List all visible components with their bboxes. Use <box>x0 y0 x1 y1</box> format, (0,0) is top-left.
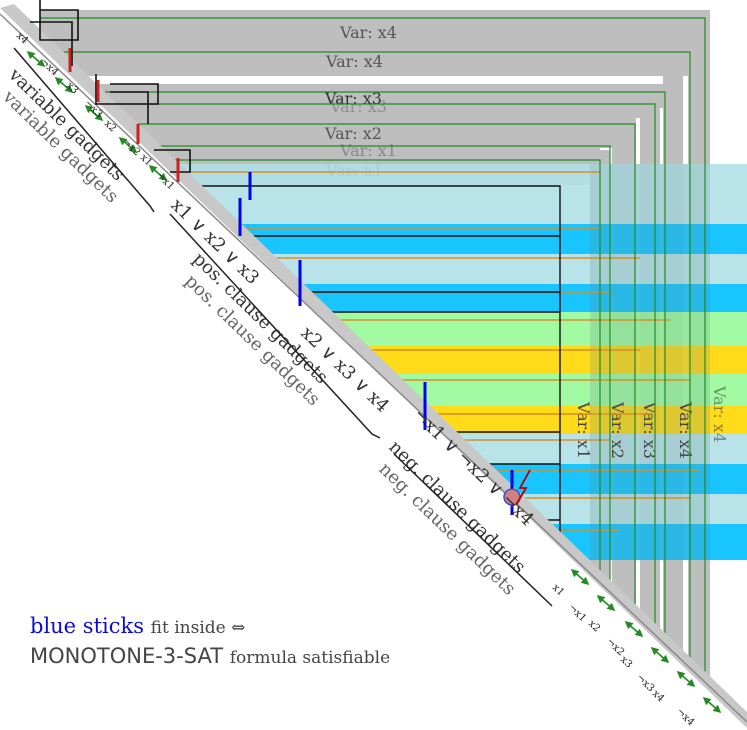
caption-fit-inside: fit inside ⇔ <box>150 618 246 638</box>
caption-line-1: blue sticks fit inside ⇔ <box>30 614 245 638</box>
gadget-braces <box>13 47 553 607</box>
literal-label: ¬x4 <box>674 706 696 728</box>
diagonal-arrows <box>26 50 722 714</box>
arrow <box>54 76 74 94</box>
vbar-label-x2: Var: x2 <box>608 401 627 459</box>
var-label-x3-a: Var: x3 <box>324 89 382 108</box>
caption-blue-sticks: blue sticks <box>30 614 144 638</box>
literal-label: ¬x2 <box>604 636 626 658</box>
vbar-label-x3: Var: x3 <box>640 401 659 459</box>
literal-label: x2 <box>586 618 602 634</box>
red-sticks <box>68 48 180 182</box>
caption-line-2: MONOTONE-3-SAT formula satisfiable <box>30 644 390 668</box>
stripe <box>180 224 747 254</box>
lightning-icon <box>515 469 531 506</box>
var-label-x4-a: Var: x4 <box>339 23 397 42</box>
brace <box>393 453 553 607</box>
arrow <box>676 670 696 688</box>
arrow <box>702 696 722 714</box>
step <box>39 0 79 41</box>
arrow <box>650 646 670 664</box>
literal-label: ¬x3 <box>634 672 656 694</box>
diagonal-line <box>0 13 747 723</box>
black-rail <box>190 185 561 560</box>
arrow <box>624 620 644 638</box>
literal-label: x3 <box>618 654 634 670</box>
caption-formula-satisfiable: formula satisfiable <box>229 648 391 668</box>
stripe <box>180 164 747 188</box>
var-label-x3-b: Var: x3 <box>329 97 387 116</box>
diagonal-strip <box>0 4 747 728</box>
literal-label: ¬x1 <box>566 602 588 624</box>
conflict-marker <box>503 469 531 506</box>
arrow <box>148 164 168 182</box>
diagonal-band <box>0 4 747 728</box>
vbar-label-x1: Var: x1 <box>574 401 593 459</box>
var-label-x1-a: Var: x1 <box>339 141 397 160</box>
arrow <box>84 104 104 122</box>
literal-label: x1 <box>550 582 566 598</box>
arrow <box>118 136 138 154</box>
arrow <box>26 50 46 68</box>
variable-bars <box>40 10 708 185</box>
caption-monotone-3sat: MONOTONE-3-SAT <box>30 644 224 668</box>
vbar-label-x4: Var: x4 <box>676 401 695 459</box>
variable-gadget-steps <box>30 0 191 173</box>
arrow <box>570 568 590 586</box>
stripe <box>180 188 747 224</box>
variable-bar-x3-b <box>110 98 655 118</box>
step <box>110 91 149 124</box>
literal-label: x1 <box>138 152 154 168</box>
step <box>154 149 191 173</box>
literal-label: x4 <box>650 688 666 704</box>
arrow <box>596 594 616 612</box>
step <box>95 74 159 105</box>
var-label-x4-b: Var: x4 <box>325 52 383 71</box>
literal-label: x2 <box>102 118 118 134</box>
overlay <box>590 164 710 560</box>
var-label-x2: Var: x2 <box>324 124 382 143</box>
step <box>30 21 73 66</box>
variable-bar-x4-b <box>40 44 690 76</box>
variable-bar-x4-a <box>40 10 708 46</box>
brace <box>13 47 155 213</box>
brace <box>169 213 381 439</box>
green-rail <box>40 17 706 700</box>
vbar-label-x4-outer: Var: x4 <box>710 385 729 443</box>
